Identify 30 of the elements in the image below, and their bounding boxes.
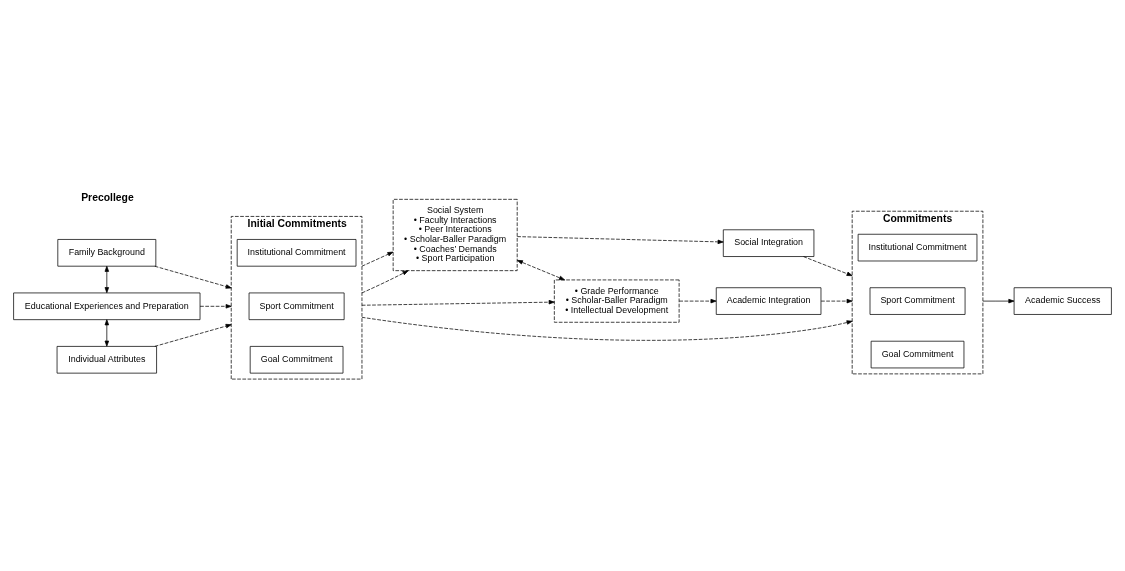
node-box: Social Integration (722, 229, 815, 257)
arrow (361, 316, 853, 341)
node-box: Social System • Faculty Interactions • Peer Interactions • Scholar-Baller Paradigm • Coaches’ Demands • Sport Participation (392, 198, 518, 271)
node-box: Sport Commitment (248, 292, 345, 321)
arrow (820, 298, 853, 304)
node-box: Family Background (57, 239, 157, 267)
arrow (361, 251, 394, 267)
arrow (361, 300, 555, 306)
node-box: Institutional Commitment (236, 239, 357, 267)
arrow (199, 304, 232, 309)
arrow (104, 319, 109, 347)
arrow (104, 265, 109, 294)
node-box: Goal Commitment (870, 340, 965, 369)
label: Precollege (81, 192, 134, 204)
node-box: Individual Attributes (56, 346, 157, 374)
node-box: • Grade Performance • Scholar-Baller Paradigm • Intellectual Development (553, 279, 680, 323)
node-box: Goal Commitment (249, 346, 344, 374)
arrow (517, 236, 724, 245)
node-box: Academic Integration (715, 287, 822, 315)
node-box: Sport Commitment (869, 287, 966, 315)
arrow (516, 260, 565, 281)
arrow (678, 298, 717, 304)
arrow (803, 256, 853, 277)
arrow (982, 298, 1015, 304)
arrow (154, 323, 232, 347)
node-box: Educational Experiences and Preparation (13, 292, 201, 321)
node-box: Institutional Commitment (857, 233, 978, 262)
arrow (361, 270, 409, 294)
node-box: Academic Success (1013, 287, 1112, 315)
arrow (154, 265, 232, 289)
